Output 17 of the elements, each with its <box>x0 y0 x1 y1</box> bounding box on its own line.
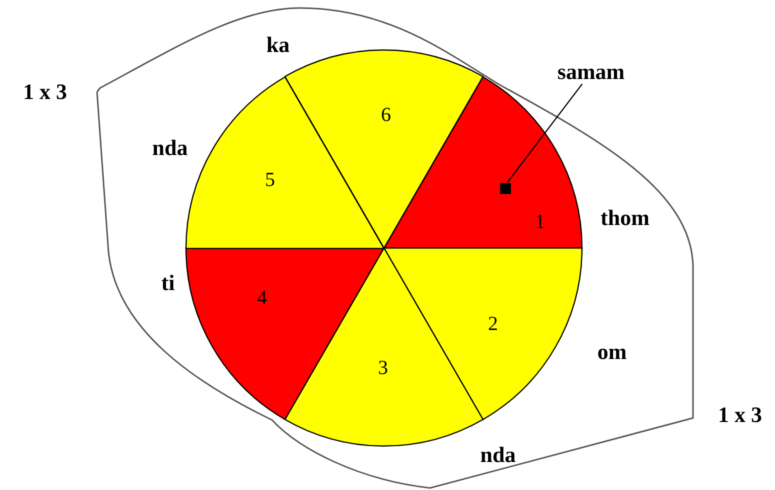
slice-number: 5 <box>265 170 275 190</box>
syllable-label: thom <box>600 207 650 229</box>
slice-number: 3 <box>378 358 388 378</box>
square-marker <box>500 182 511 194</box>
slice-number: 6 <box>381 105 391 125</box>
syllable-label: 1 x 3 <box>23 81 67 103</box>
slice-number: 2 <box>488 314 498 334</box>
callout-label: samam <box>557 61 625 83</box>
slice-number: 4 <box>257 288 267 308</box>
syllable-label: ti <box>161 272 175 294</box>
leader-line <box>506 84 583 183</box>
syllable-label: 1 x 3 <box>718 404 762 426</box>
syllable-label: nda <box>152 137 188 159</box>
syllable-label: ka <box>266 34 290 56</box>
slice-number: 1 <box>535 212 545 232</box>
syllable-label: om <box>597 341 627 363</box>
syllable-label: nda <box>480 444 516 466</box>
